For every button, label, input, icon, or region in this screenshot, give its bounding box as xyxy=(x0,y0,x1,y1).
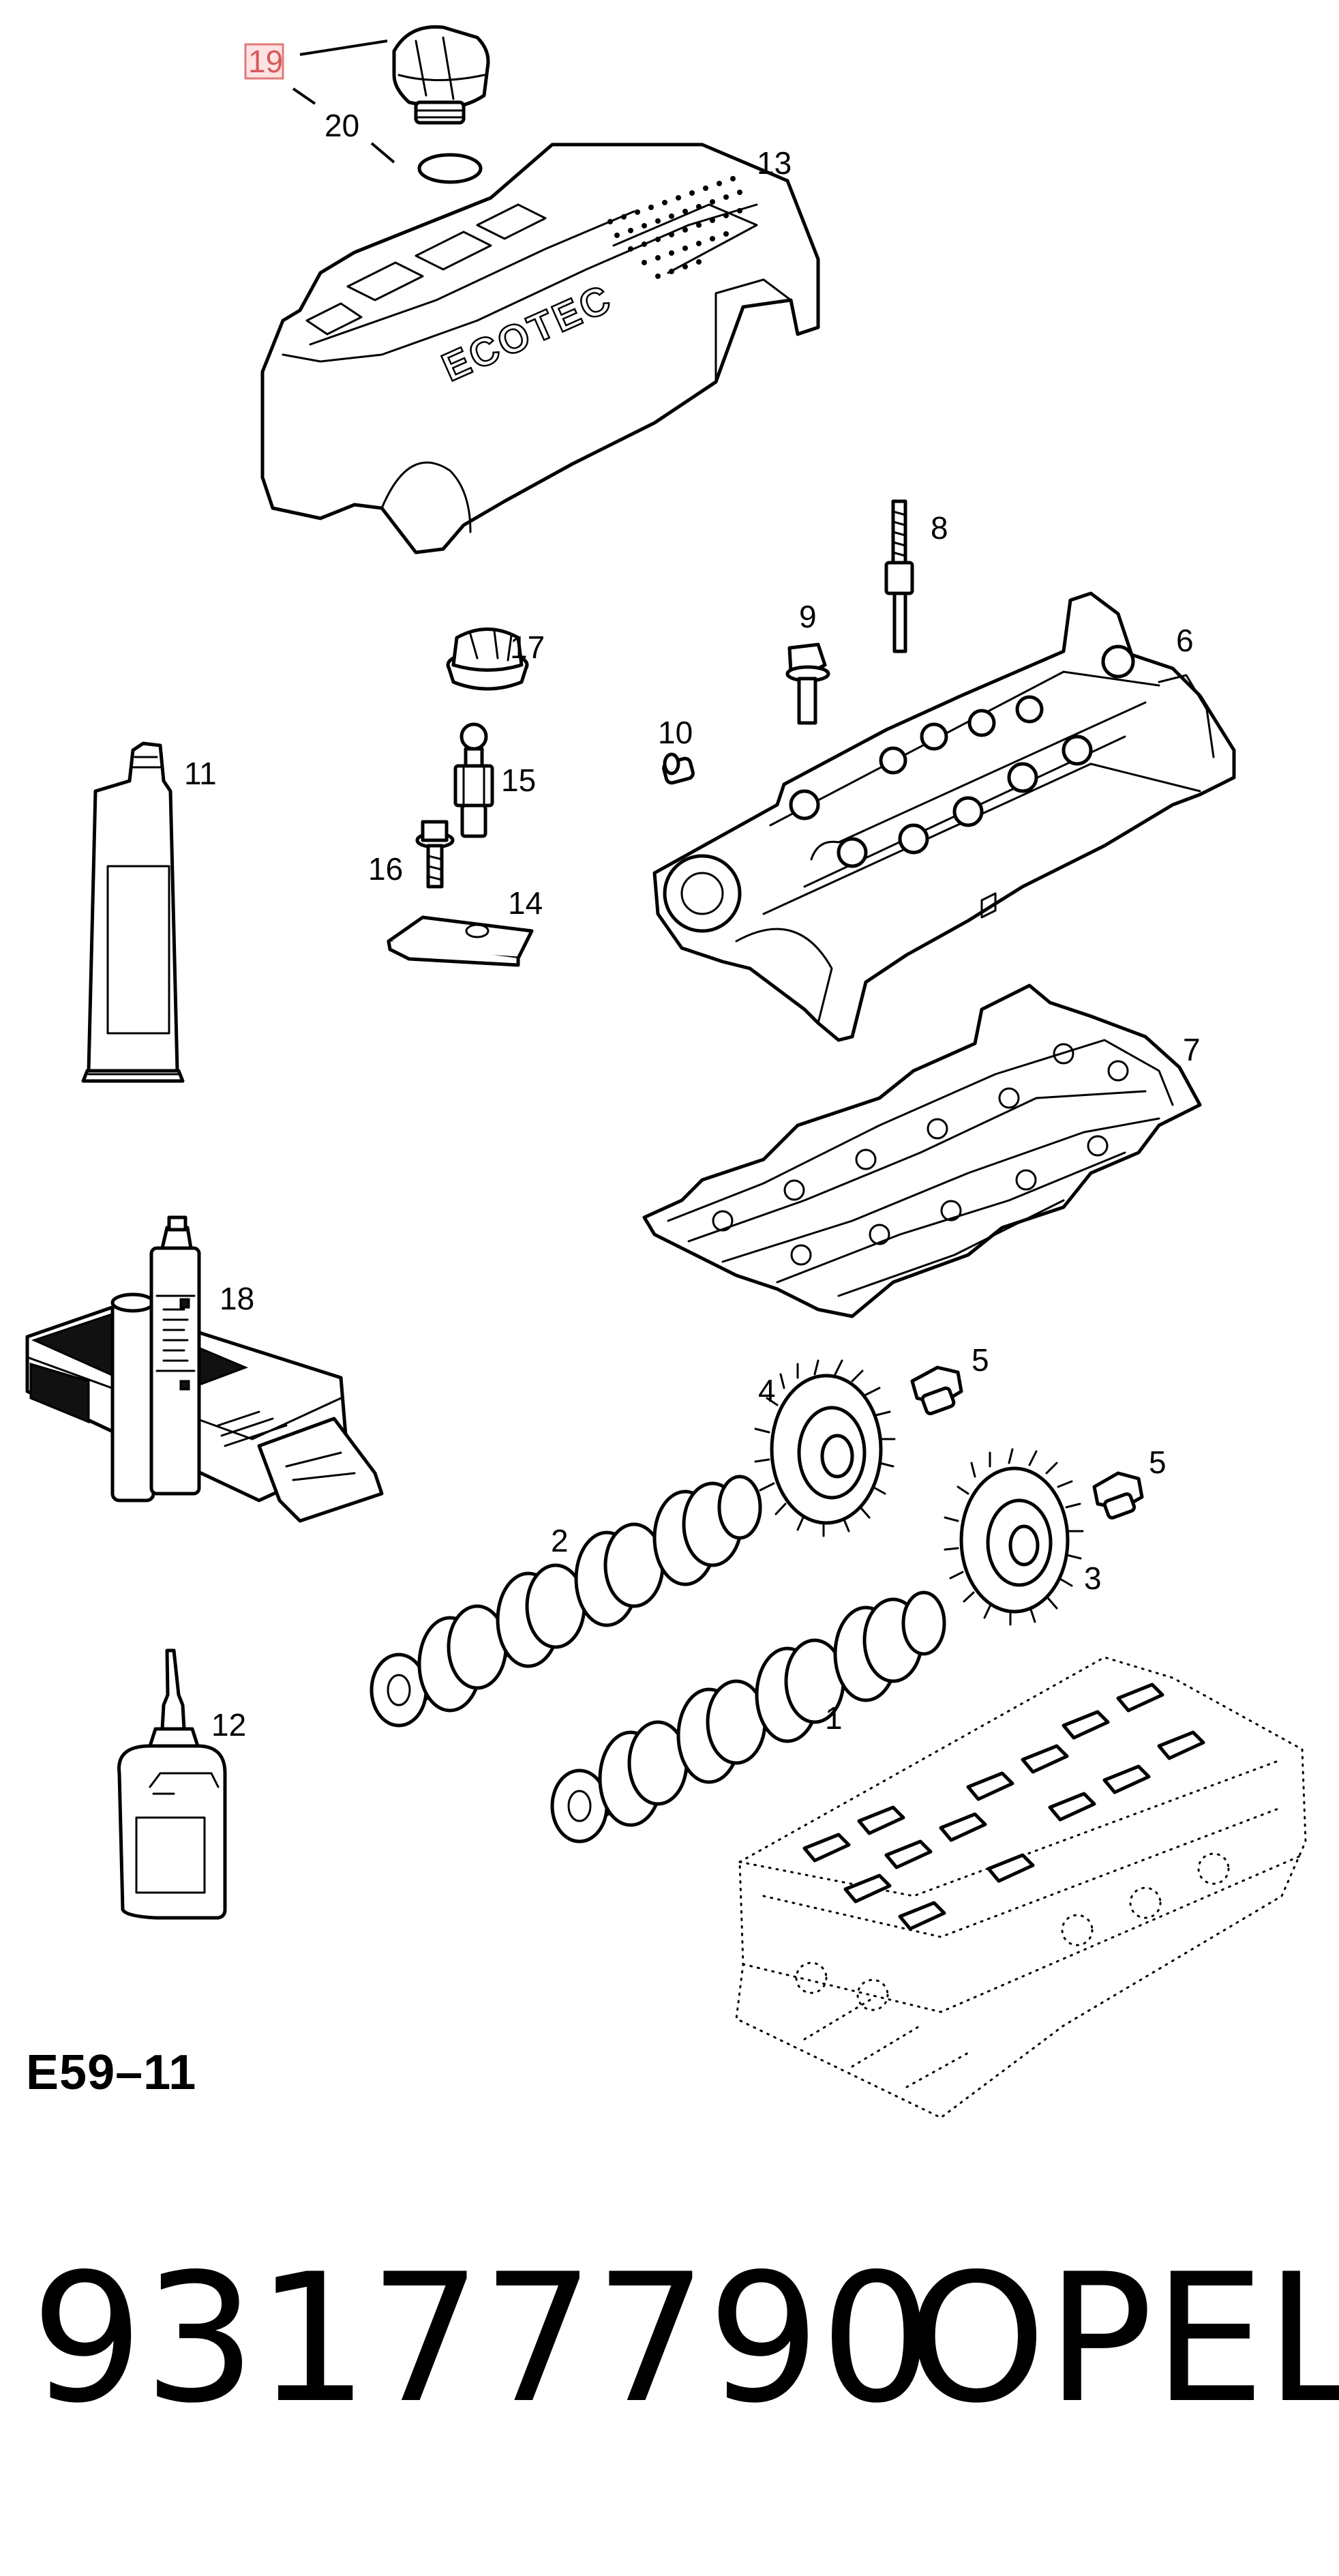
engine-cover[interactable]: ECOTEC xyxy=(260,143,820,554)
ball-stud[interactable] xyxy=(453,722,494,838)
cover-grommet[interactable] xyxy=(446,627,529,691)
flange-bolt[interactable] xyxy=(785,642,830,725)
callout-8: 8 xyxy=(931,510,948,546)
camshaft-housing[interactable] xyxy=(652,591,1236,1042)
brand-name: OPEL xyxy=(907,2236,1339,2442)
camshaft-sprocket-lower[interactable] xyxy=(944,1448,1084,1626)
hex-screw[interactable] xyxy=(415,820,455,889)
callout-5-upper: 5 xyxy=(972,1342,989,1378)
callout-17: 17 xyxy=(510,630,545,665)
sealant-tube[interactable] xyxy=(81,741,185,1083)
stud-bolt[interactable] xyxy=(884,499,914,653)
vent-dot-grid xyxy=(607,176,742,279)
callout-14: 14 xyxy=(508,885,543,921)
diagram-code: E59–11 xyxy=(26,2045,197,2100)
callout-4: 4 xyxy=(758,1373,776,1408)
callout-11: 11 xyxy=(184,756,217,791)
callout-18: 18 xyxy=(220,1281,254,1316)
callout-7: 7 xyxy=(1183,1032,1201,1067)
callout-9: 9 xyxy=(799,599,817,634)
callout-20: 20 xyxy=(325,108,359,143)
dowel-sleeve[interactable] xyxy=(662,752,695,785)
cylinder-head-reference xyxy=(735,1656,1307,2119)
callout-15: 15 xyxy=(501,763,536,798)
callout-2: 2 xyxy=(551,1523,569,1558)
callout-5-lower: 5 xyxy=(1149,1445,1167,1480)
part-number: 93177790 xyxy=(31,2236,933,2442)
callout-13: 13 xyxy=(757,145,792,181)
callout-10: 10 xyxy=(658,715,693,750)
housing-gasket[interactable] xyxy=(642,983,1202,1318)
oil-filler-cap[interactable] xyxy=(392,25,490,125)
callout-3: 3 xyxy=(1084,1560,1102,1596)
sprocket-bolt-lower[interactable] xyxy=(1092,1471,1144,1520)
callout-19-label: 19 xyxy=(248,44,283,79)
callout-19[interactable]: 19 xyxy=(244,43,284,80)
sealant-kit[interactable] xyxy=(25,1215,384,1523)
camshaft-sprocket-upper[interactable] xyxy=(754,1359,896,1537)
callout-16: 16 xyxy=(368,851,403,887)
camshaft-intake[interactable] xyxy=(370,1475,762,1728)
valve-rocker-arms xyxy=(802,1683,1205,1931)
o-ring-seal[interactable] xyxy=(417,153,483,184)
lubricant-bottle[interactable] xyxy=(117,1648,227,1920)
mounting-bracket[interactable] xyxy=(387,915,534,967)
sprocket-bolt-upper[interactable] xyxy=(910,1365,963,1416)
callout-6: 6 xyxy=(1176,623,1194,658)
callout-12: 12 xyxy=(211,1707,246,1743)
camshaft-exhaust[interactable] xyxy=(550,1590,946,1844)
callout-1: 1 xyxy=(825,1700,843,1736)
